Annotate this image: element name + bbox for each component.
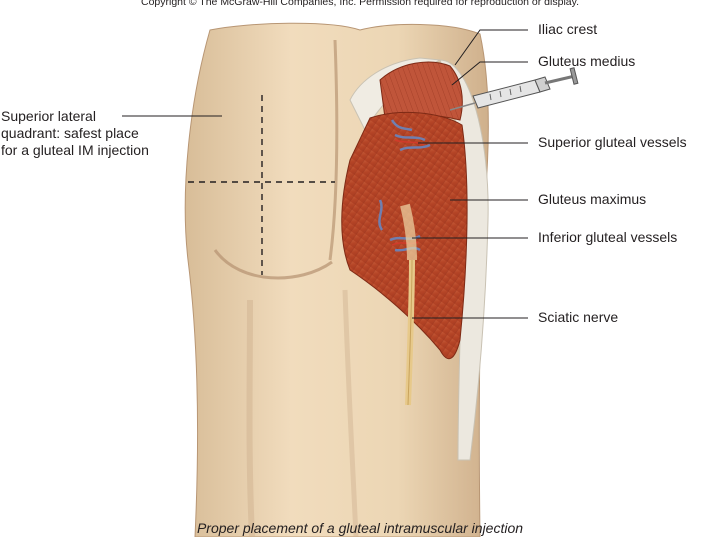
left-label-line-3: for a gluteal IM injection <box>1 142 149 158</box>
figure-caption: Proper placement of a gluteal intramuscu… <box>196 520 524 536</box>
superior-gluteal-vessels <box>390 119 431 152</box>
left-label-line-2: quadrant: safest place <box>1 125 139 141</box>
gluteal-fold <box>213 249 333 280</box>
copyright-notice: Copyright © The McGraw-Hill Companies, I… <box>140 0 580 8</box>
superior-gluteal-vessels-red <box>394 139 425 146</box>
superior-gluteal-vessels-label: Superior gluteal vessels <box>538 134 687 150</box>
inferior-gluteal-vessels-label: Inferior gluteal vessels <box>538 229 678 245</box>
iliac-crest-label: Iliac crest <box>538 21 598 37</box>
gluteal-cleft <box>328 39 339 261</box>
gluteus-medius-label: Gluteus medius <box>538 53 636 69</box>
sciatic-nerve-label: Sciatic nerve <box>538 309 619 325</box>
syringe <box>449 67 579 111</box>
left-label-line-1: Superior lateral <box>1 108 96 124</box>
gluteus-medius-muscle <box>379 61 463 121</box>
leader-lines <box>122 29 528 319</box>
gluteus-maximus-muscle <box>341 111 468 360</box>
gluteus-maximus-label: Gluteus maximus <box>538 191 647 207</box>
superior-lateral-quadrant-label: Superior lateral quadrant: safest place … <box>1 108 149 159</box>
